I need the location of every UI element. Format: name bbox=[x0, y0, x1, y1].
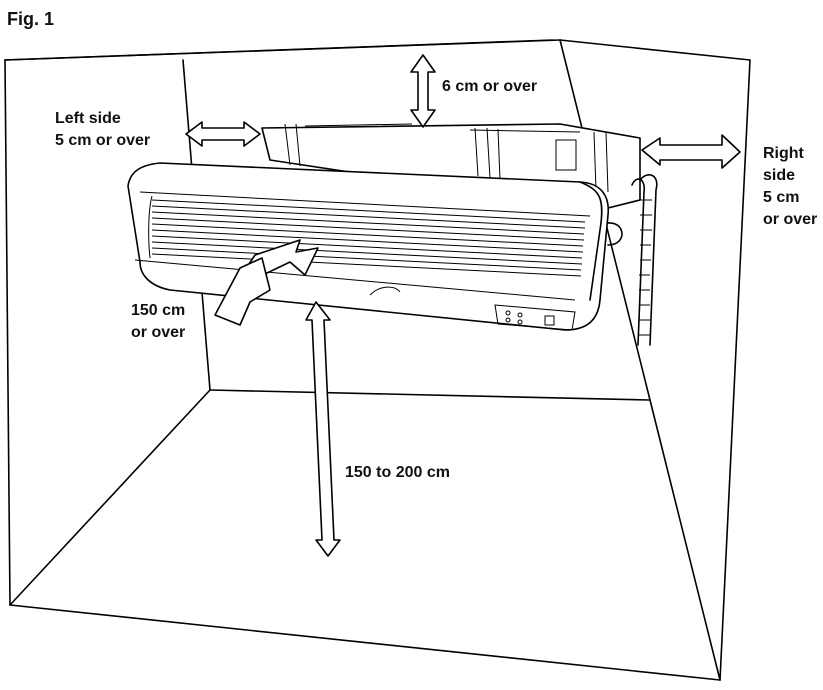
floor-clearance-label: 150 to 200 cm bbox=[345, 464, 450, 481]
right-clearance-line-4: or over bbox=[763, 211, 818, 228]
figure-title: Fig. 1 bbox=[7, 9, 55, 29]
indoor-unit bbox=[127, 162, 609, 331]
right-clearance-line-2: side bbox=[763, 167, 796, 184]
room-box bbox=[4, 39, 751, 681]
right-clearance-line-1: Right bbox=[763, 145, 804, 162]
left-clearance-line-1: Left side bbox=[55, 110, 121, 127]
right-clearance-arrow bbox=[641, 134, 741, 169]
left-clearance-arrow bbox=[185, 121, 261, 147]
floor-clearance-arrow bbox=[305, 301, 341, 557]
front-airflow-arrows bbox=[214, 239, 319, 326]
left-clearance-label: Left side 5 cm or over bbox=[55, 108, 150, 152]
front-clearance-line-2: or over bbox=[131, 324, 186, 341]
top-clearance-arrow bbox=[410, 54, 436, 128]
top-clearance-label: 6 cm or over bbox=[442, 78, 538, 95]
front-clearance-label: 150 cm or over bbox=[131, 300, 185, 344]
control-panel bbox=[494, 304, 576, 331]
right-clearance-line-3: 5 cm bbox=[763, 189, 800, 206]
left-clearance-line-2: 5 cm or over bbox=[55, 132, 151, 149]
right-clearance-label: Right side 5 cm or over bbox=[763, 143, 817, 231]
front-clearance-line-1: 150 cm bbox=[131, 302, 186, 319]
